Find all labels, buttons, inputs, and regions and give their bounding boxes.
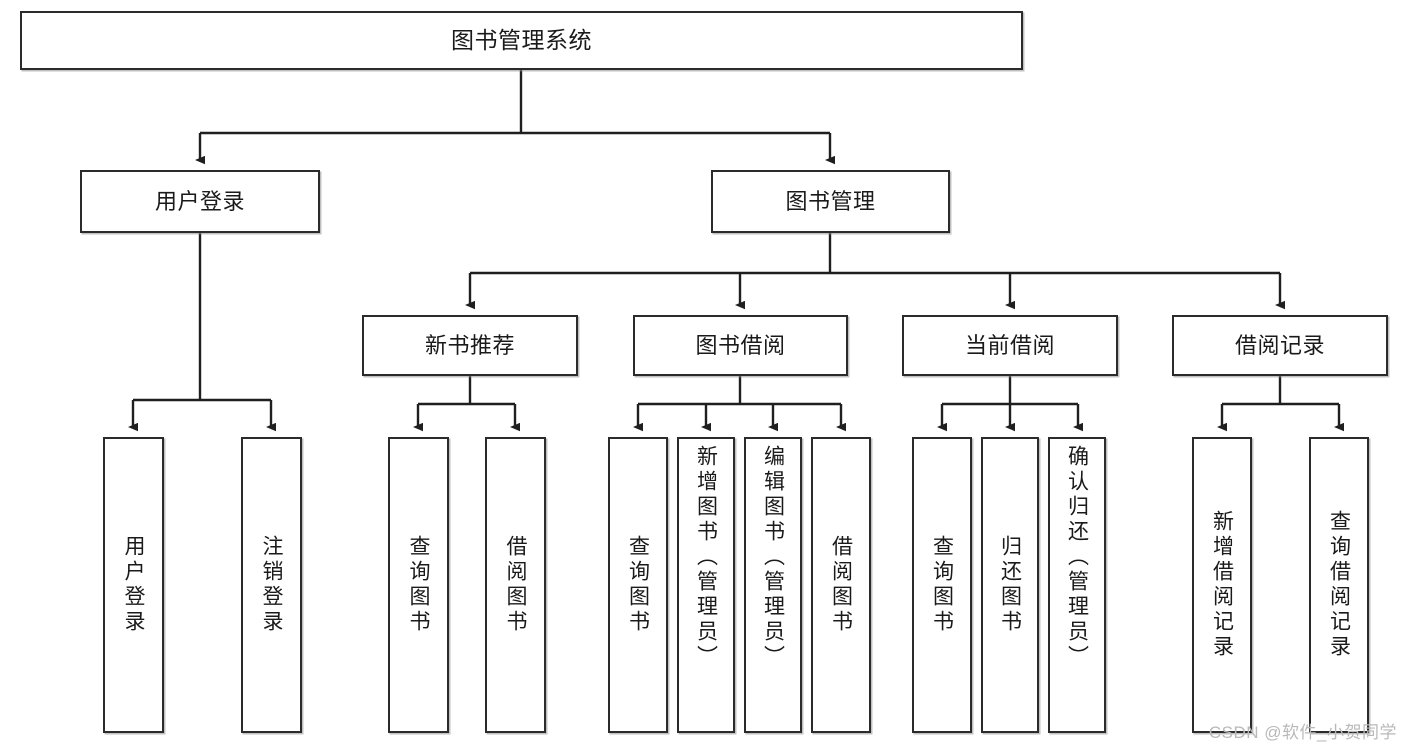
node-label: 编辑图书（管理员）: [761, 445, 785, 670]
leaf-confirm-return-admin[interactable]: 确认归还（管理员）: [1048, 437, 1106, 733]
node-root-book-management-system[interactable]: 图书管理系统: [20, 11, 1023, 70]
node-label: 新增借阅记录: [1210, 510, 1234, 660]
leaf-user-login[interactable]: 用户登录: [103, 437, 164, 733]
node-label: 图书借阅: [695, 332, 786, 358]
node-label: 查询借阅记录: [1327, 510, 1351, 660]
node-label: 新增图书（管理员）: [694, 445, 718, 670]
node-book-management[interactable]: 图书管理: [711, 170, 950, 233]
leaf-query-book-borrow[interactable]: 查询图书: [608, 437, 668, 733]
leaf-borrow-book[interactable]: 借阅图书: [811, 437, 871, 733]
leaf-borrow-book-recommend[interactable]: 借阅图书: [485, 437, 546, 733]
node-book-borrow[interactable]: 图书借阅: [633, 315, 848, 376]
leaf-logout[interactable]: 注销登录: [241, 437, 302, 733]
node-label: 查询图书: [930, 535, 954, 635]
watermark: CSDN @软件_小贺同学: [1208, 723, 1397, 742]
node-label: 图书管理: [785, 188, 876, 214]
node-label: 借阅图书: [504, 535, 527, 635]
leaf-add-borrow-record[interactable]: 新增借阅记录: [1192, 437, 1252, 733]
node-label: 图书管理系统: [451, 27, 592, 54]
node-label: 用户登录: [154, 188, 245, 214]
node-new-book-recommend[interactable]: 新书推荐: [362, 315, 578, 376]
leaf-query-book-recommend[interactable]: 查询图书: [388, 437, 449, 733]
node-label: 确认归还（管理员）: [1065, 445, 1089, 670]
node-label: 新书推荐: [424, 332, 515, 358]
node-current-borrow[interactable]: 当前借阅: [902, 315, 1118, 376]
node-label: 借阅记录: [1234, 332, 1325, 358]
leaf-return-book[interactable]: 归还图书: [981, 437, 1039, 733]
node-label: 借阅图书: [829, 535, 853, 635]
node-borrow-record[interactable]: 借阅记录: [1172, 315, 1388, 376]
leaf-edit-book-admin[interactable]: 编辑图书（管理员）: [744, 437, 802, 733]
leaf-query-book-current[interactable]: 查询图书: [912, 437, 972, 733]
node-label: 归还图书: [998, 535, 1022, 635]
node-label: 注销登录: [260, 535, 283, 635]
node-label: 查询图书: [407, 535, 430, 635]
leaf-add-book-admin[interactable]: 新增图书（管理员）: [677, 437, 735, 733]
node-label: 查询图书: [626, 535, 650, 635]
node-label: 当前借阅: [964, 332, 1055, 358]
leaf-query-borrow-record[interactable]: 查询借阅记录: [1309, 437, 1369, 733]
node-user-login[interactable]: 用户登录: [80, 170, 320, 233]
node-label: 用户登录: [122, 535, 145, 635]
